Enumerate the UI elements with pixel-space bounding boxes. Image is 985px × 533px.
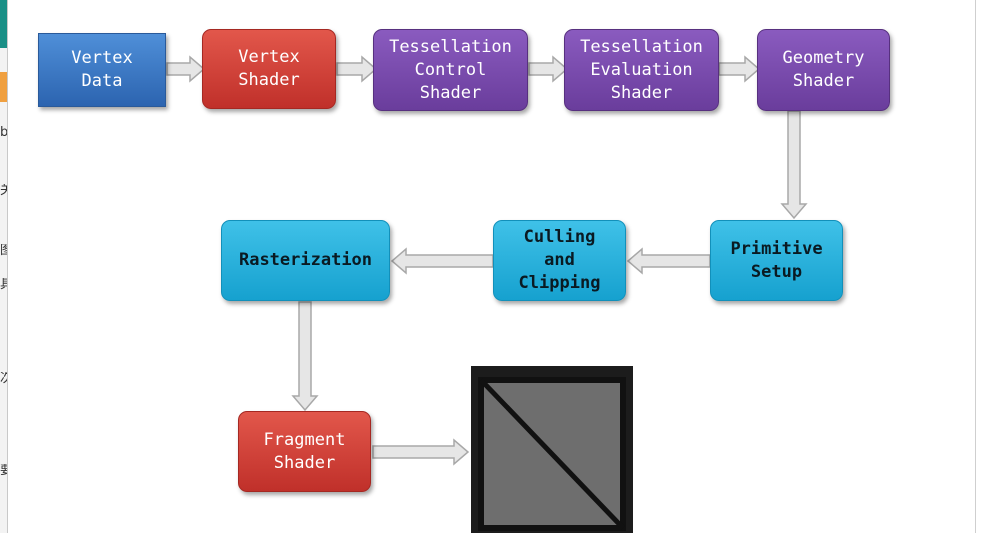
edge-accent-teal <box>0 0 7 48</box>
edge-glyph: 要 <box>0 464 7 478</box>
edge-glyph: b <box>0 126 7 140</box>
geometry-shader-box: Geometry Shader <box>757 29 890 111</box>
arrow-tesseval-to-geometry <box>718 55 761 83</box>
vertex-shader-box: Vertex Shader <box>202 29 336 109</box>
edge-glyph: 次 <box>0 372 7 386</box>
vertex-data-box: Vertex Data <box>38 33 166 107</box>
arrow-geometry-to-primitive <box>780 110 808 220</box>
rendered-output-window <box>471 366 633 533</box>
left-window-edge: b 关 图 具 次 要 <box>0 0 8 533</box>
primitive-setup-box: Primitive Setup <box>710 220 843 301</box>
arrow-tesscontrol-to-tesseval <box>528 55 569 83</box>
fragment-shader-box: Fragment Shader <box>238 411 371 492</box>
arrow-culling-to-rasterization <box>390 247 494 275</box>
arrow-primitive-to-culling <box>626 247 711 275</box>
arrow-rasterization-to-fragment <box>291 301 319 412</box>
right-divider <box>975 0 976 533</box>
rasterization-box: Rasterization <box>221 220 390 301</box>
arrow-vertexshader-to-tesscontrol <box>336 55 378 83</box>
arrow-vertexdata-to-vertexshader <box>166 55 206 83</box>
tessellation-control-shader-box: Tessellation Control Shader <box>373 29 528 111</box>
tessellation-evaluation-shader-box: Tessellation Evaluation Shader <box>564 29 719 111</box>
rendered-triangles-image <box>478 377 626 531</box>
arrow-fragment-to-output <box>372 438 470 466</box>
edge-glyph: 图 <box>0 244 7 258</box>
edge-accent-orange <box>0 72 7 102</box>
edge-glyph: 具 <box>0 278 7 292</box>
culling-and-clipping-box: Culling and Clipping <box>493 220 626 301</box>
edge-glyph: 关 <box>0 184 7 198</box>
